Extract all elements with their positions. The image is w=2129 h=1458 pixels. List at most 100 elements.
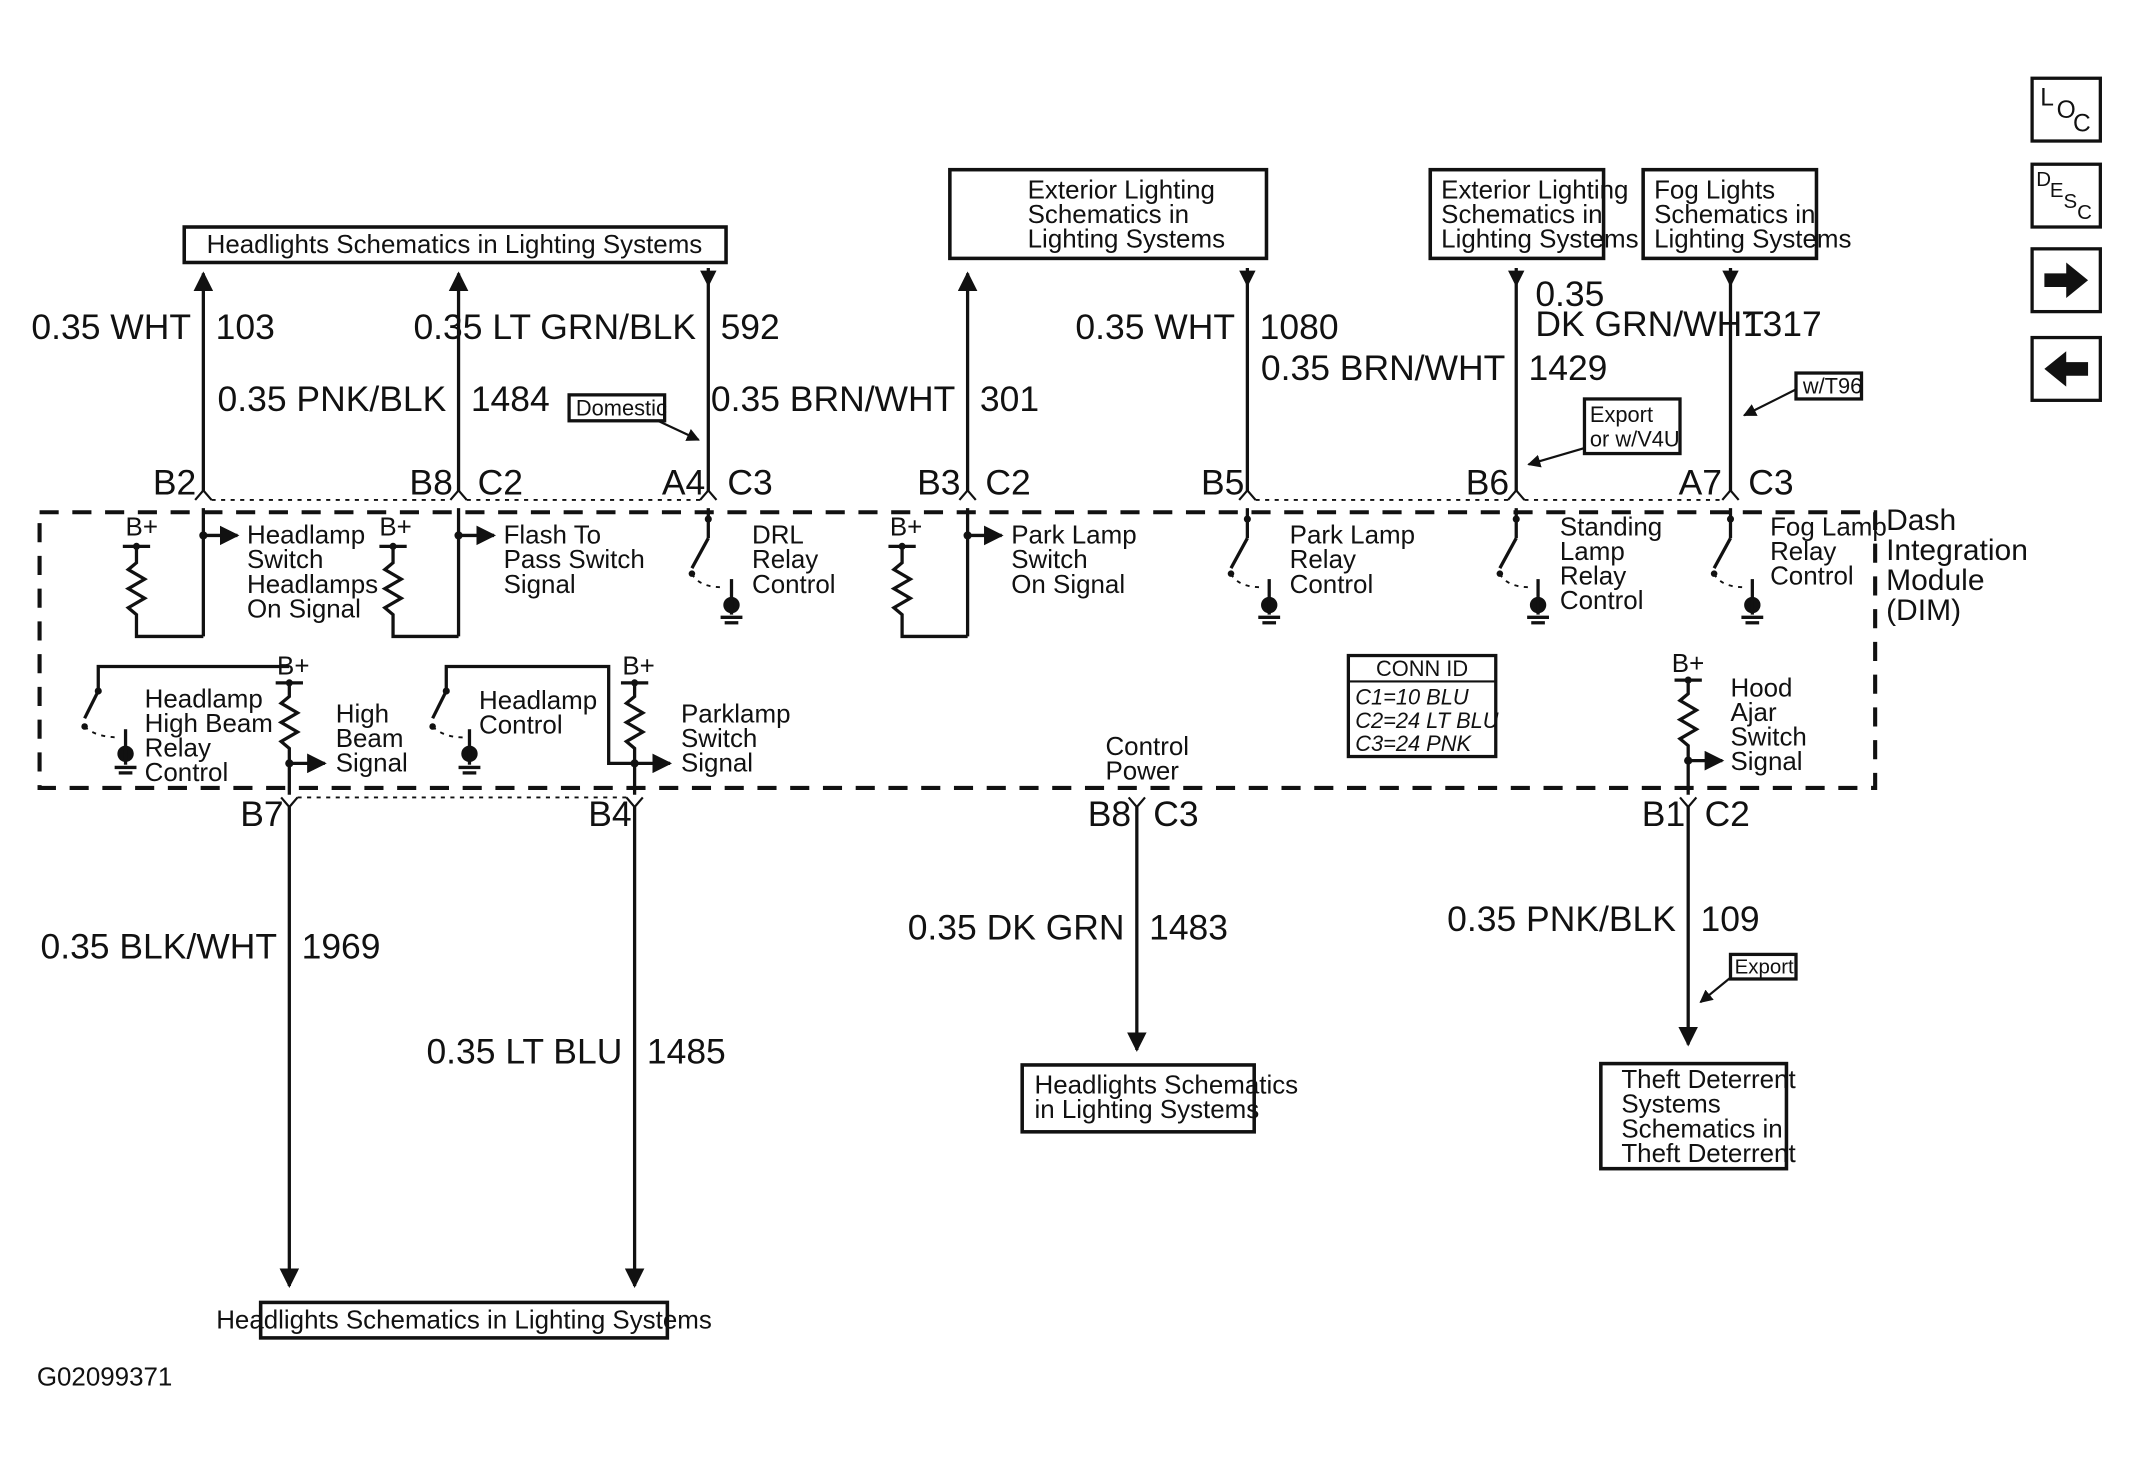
- circuit-headlamp-switch: B+ Headlamp Switch Headlamps On Signal: [122, 508, 378, 639]
- nav-back-button[interactable]: [2030, 335, 2102, 402]
- fog-lamp-line1: Fog Lamp: [1770, 513, 1887, 541]
- wire-301-circuit: 301: [980, 379, 1039, 419]
- wire-1484-circuit: 1484: [471, 379, 550, 419]
- nav-next-button[interactable]: [2030, 247, 2102, 314]
- pin-b4: B4: [588, 794, 631, 834]
- pin-b2: B2: [153, 462, 196, 502]
- parklamp-switch-line2: Switch: [681, 725, 757, 753]
- box-exterior-right[interactable]: Exterior Lighting Schematics in Lighting…: [1428, 167, 1639, 261]
- pin-b6: B6: [1466, 462, 1509, 502]
- box-exterior-right-line2: Schematics in: [1441, 201, 1602, 229]
- wire-1969-color: 0.35 BLK/WHT: [40, 927, 277, 967]
- wire-109-circuit: 109: [1700, 899, 1759, 939]
- high-beam-signal-line2: Beam: [336, 725, 404, 753]
- box-headlights-bottom[interactable]: Headlights Schematics in Lighting System…: [216, 1300, 712, 1340]
- bplus-5: B+: [622, 653, 654, 681]
- wire-1485-color: 0.35 LT BLU: [426, 1032, 622, 1072]
- desc-letter-e: E: [2050, 179, 2064, 202]
- circuit-drl: DRL Relay Control: [688, 508, 836, 625]
- wire-592-circuit: 592: [721, 307, 780, 347]
- module-name-line3: Module: [1886, 564, 1984, 597]
- pin-a7: A7: [1679, 462, 1722, 502]
- top-connectors: B2 B8 C2 A4 C3 B3 C2 B5 B6 A7 C3: [153, 462, 1794, 502]
- box-headlights-mid[interactable]: Headlights Schematics in Lighting System…: [1020, 1063, 1298, 1134]
- bottom-connectors: B7 B4 B8 C3 B1 C2: [240, 794, 1750, 834]
- tag-domestic: Domestic: [567, 393, 700, 441]
- wire-1317-color-line1: 0.35: [1535, 274, 1604, 314]
- parklamp-switch-line3: Signal: [681, 750, 753, 778]
- control-power-line2: Power: [1105, 758, 1179, 786]
- box-fog-line2: Schematics in: [1654, 201, 1815, 229]
- nav-loc-button[interactable]: L O C: [2030, 76, 2102, 143]
- headlamp-switch-line4: On Signal: [247, 595, 361, 623]
- pin-c2-b: C2: [985, 462, 1030, 502]
- nav-desc-button[interactable]: D E S C: [2030, 162, 2102, 229]
- high-beam-signal-line3: Signal: [336, 750, 408, 778]
- box-headlights-bottom-text: Headlights Schematics in Lighting System…: [216, 1306, 712, 1334]
- pin-c3-a: C3: [727, 462, 772, 502]
- box-exterior-mid-line2: Schematics in: [1028, 201, 1189, 229]
- hood-ajar-line1: Hood: [1730, 674, 1792, 702]
- pin-a4: A4: [662, 462, 705, 502]
- box-theft[interactable]: Theft Deterrent Systems Schematics in Th…: [1599, 1061, 1797, 1171]
- box-headlights-top[interactable]: Headlights Schematics in Lighting System…: [182, 225, 728, 265]
- park-lamp-relay-line1: Park Lamp: [1290, 522, 1415, 550]
- arrow-right-icon: [2044, 262, 2089, 298]
- wire-1429-color: 0.35 BRN/WHT: [1261, 348, 1505, 388]
- standing-lamp-line1: Standing: [1560, 513, 1662, 541]
- pin-b8: B8: [409, 462, 452, 502]
- wire-1080: 0.35 WHT 1080: [1075, 267, 1339, 492]
- pin-b1: B1: [1642, 794, 1685, 834]
- high-beam-relay-line3: Relay: [145, 735, 211, 763]
- box-headlights-mid-line1: Headlights Schematics: [1034, 1072, 1298, 1100]
- wire-1969: 0.35 BLK/WHT 1969: [40, 807, 381, 1289]
- module-name-line1: Dash: [1886, 504, 1956, 537]
- pin-c2-bottom: C2: [1705, 794, 1750, 834]
- box-fog-line1: Fog Lights: [1654, 176, 1775, 204]
- desc-letter-s: S: [2063, 190, 2077, 213]
- box-fog[interactable]: Fog Lights Schematics in Lighting System…: [1641, 167, 1851, 261]
- box-headlights-mid-line2: in Lighting Systems: [1034, 1096, 1259, 1124]
- headlamp-switch-line2: Switch: [247, 546, 323, 574]
- box-exterior-mid-line1: Exterior Lighting: [1028, 176, 1215, 204]
- box-theft-line3: Schematics in: [1621, 1115, 1782, 1143]
- conn-id-row2: C2=24 LT BLU: [1355, 708, 1499, 733]
- wire-301: 0.35 BRN/WHT 301: [711, 271, 1039, 492]
- park-lamp-relay-line2: Relay: [1290, 546, 1356, 574]
- conn-id-row1: C1=10 BLU: [1355, 685, 1469, 710]
- pin-c2-a: C2: [478, 462, 523, 502]
- wire-592-color: 0.35 LT GRN/BLK: [413, 307, 696, 347]
- wire-592: 0.35 LT GRN/BLK 592: [413, 267, 780, 492]
- pin-c3-b: C3: [1748, 462, 1793, 502]
- hood-ajar-line4: Signal: [1730, 748, 1802, 776]
- park-lamp-switch-line2: Switch: [1011, 546, 1087, 574]
- wire-103-circuit: 103: [216, 307, 275, 347]
- wire-1080-color: 0.35 WHT: [1075, 307, 1235, 347]
- standing-lamp-line4: Control: [1560, 587, 1644, 615]
- pin-b3: B3: [917, 462, 960, 502]
- high-beam-signal-line1: High: [336, 700, 389, 728]
- box-exterior-mid[interactable]: Exterior Lighting Schematics in Lighting…: [948, 167, 1269, 261]
- pin-b5: B5: [1201, 462, 1244, 502]
- tag-export-v4u-line2: or w/V4U: [1590, 427, 1680, 452]
- loc-letter-c: C: [2073, 110, 2091, 137]
- hood-ajar-line2: Ajar: [1730, 699, 1776, 727]
- wire-103-color: 0.35 WHT: [31, 307, 191, 347]
- high-beam-relay-line4: Control: [145, 759, 229, 787]
- circuit-headlamp-control: Headlamp Control: [429, 664, 635, 775]
- headlamp-control-line1: Headlamp: [479, 687, 597, 715]
- figure-id: G02099371: [37, 1364, 173, 1392]
- wire-109-color: 0.35 PNK/BLK: [1447, 899, 1676, 939]
- bplus-1: B+: [126, 513, 158, 541]
- wire-1317: 0.35 DK GRN/WHT 1317: [1535, 267, 1822, 492]
- wire-301-color: 0.35 BRN/WHT: [711, 379, 955, 419]
- box-exterior-right-line3: Lighting Systems: [1441, 225, 1638, 253]
- wire-109: 0.35 PNK/BLK 109: [1447, 807, 1760, 1047]
- wire-1483-circuit: 1483: [1149, 907, 1228, 947]
- bplus-3: B+: [890, 513, 922, 541]
- pin-b7: B7: [240, 794, 283, 834]
- headlamp-control-line2: Control: [479, 711, 563, 739]
- box-theft-line1: Theft Deterrent: [1621, 1066, 1796, 1094]
- tag-export-v4u-line1: Export: [1590, 402, 1653, 427]
- high-beam-relay-line2: High Beam: [145, 710, 273, 738]
